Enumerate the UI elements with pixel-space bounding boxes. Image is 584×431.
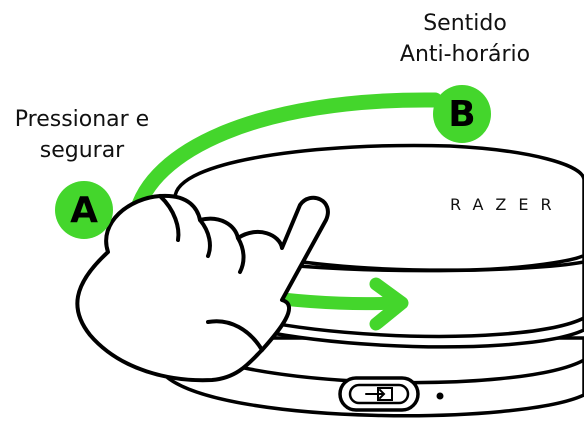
direction-caption: Sentido Anti-horário bbox=[385, 8, 545, 70]
caption-line: Anti-horário bbox=[399, 42, 531, 67]
brand-wordmark: RAZER bbox=[450, 195, 564, 214]
press-and-hold-caption: Pressionar e segurar bbox=[6, 104, 158, 166]
step-b-badge: B bbox=[433, 85, 491, 143]
hand-icon bbox=[75, 193, 330, 383]
caption-line: Sentido bbox=[423, 11, 507, 36]
caption-line: Pressionar e bbox=[14, 107, 150, 132]
step-a-badge: A bbox=[55, 181, 113, 239]
caption-line: segurar bbox=[39, 138, 125, 163]
counter-clockwise-path bbox=[128, 92, 443, 223]
status-led bbox=[436, 392, 444, 400]
input-source-icon bbox=[338, 376, 420, 412]
